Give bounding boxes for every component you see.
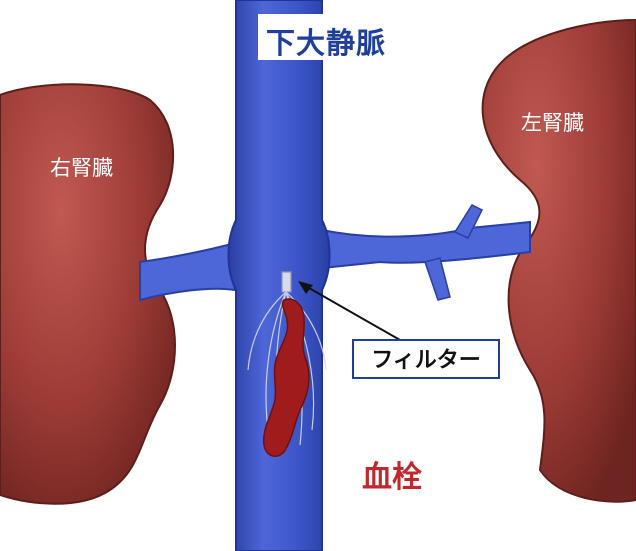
left-renal-vein-branch-lower: [425, 258, 450, 300]
filter-label: フィルター: [352, 339, 500, 379]
right-kidney-label: 右腎臓: [50, 152, 113, 182]
left-kidney-label: 左腎臓: [521, 107, 584, 137]
vena-cava-label: 下大静脈: [266, 20, 386, 62]
inferior-vena-cava: [229, 0, 330, 551]
right-renal-vein: [140, 243, 235, 300]
clot-label: 血栓: [362, 452, 422, 496]
left-kidney: [483, 20, 636, 502]
